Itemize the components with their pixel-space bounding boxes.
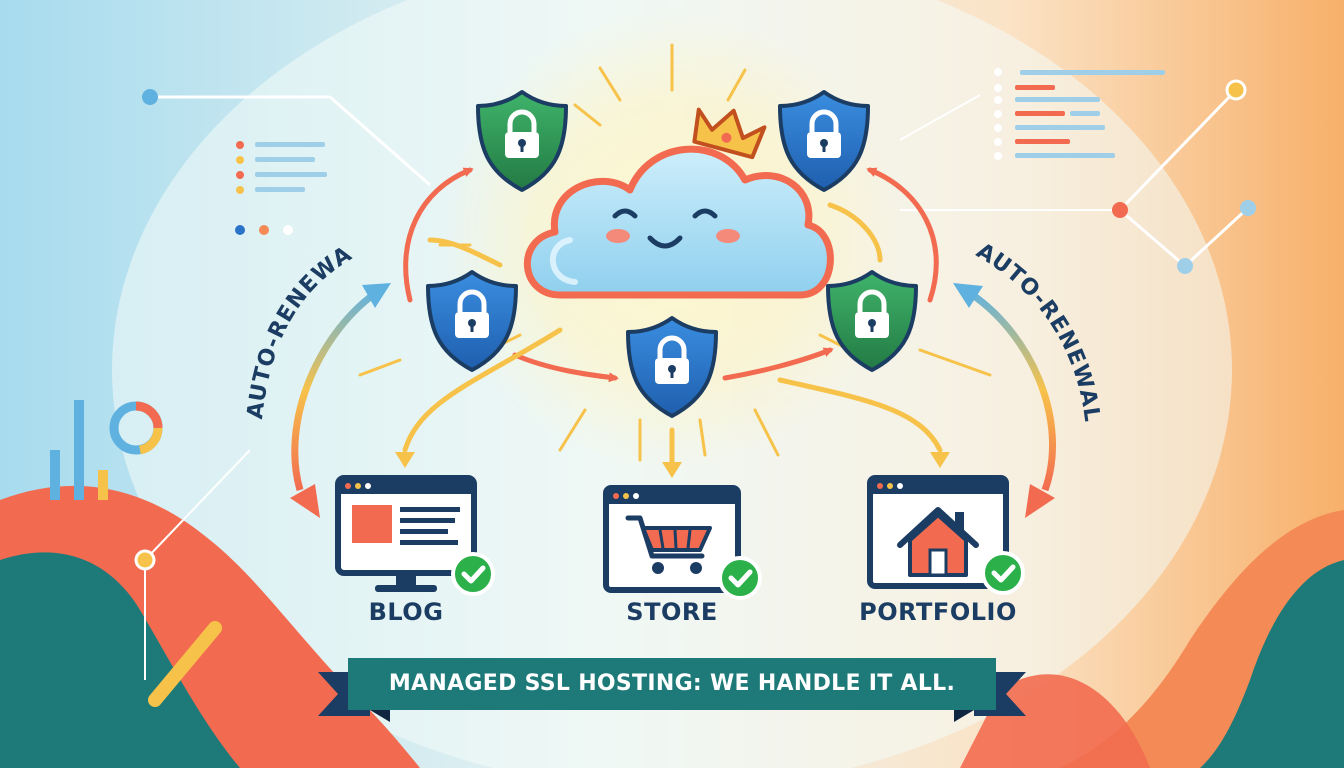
arrow-head: [662, 462, 682, 478]
auto-renewal-arc-left: [290, 283, 391, 518]
auto-renewal-arc-right: [953, 283, 1056, 518]
arrow-head: [395, 452, 415, 468]
shopping-cart-icon: [603, 485, 741, 593]
checkmark-icon: [718, 556, 762, 600]
left-decor: [50, 89, 431, 707]
arrow-head: [930, 452, 950, 468]
right-hill-teal: [1200, 560, 1344, 768]
monitor-icon: [335, 475, 477, 592]
left-hill-teal: [0, 552, 240, 768]
checkmark-icon: [981, 551, 1025, 595]
cloud-mascot-icon: [524, 145, 834, 299]
banner-title: MANAGED SSL HOSTING: WE HANDLE IT ALL.: [388, 671, 956, 696]
crown-icon: [692, 107, 767, 160]
banner-ribbon: [318, 658, 1026, 722]
checkmark-icon: [451, 552, 495, 596]
house-icon: [867, 475, 1009, 589]
connector-arrows: [402, 167, 943, 465]
right-decor: [899, 68, 1256, 274]
site-label-portfolio: PORTFOLIO: [859, 598, 1017, 626]
site-label-store: STORE: [626, 598, 718, 626]
site-label-blog: BLOG: [368, 598, 444, 626]
